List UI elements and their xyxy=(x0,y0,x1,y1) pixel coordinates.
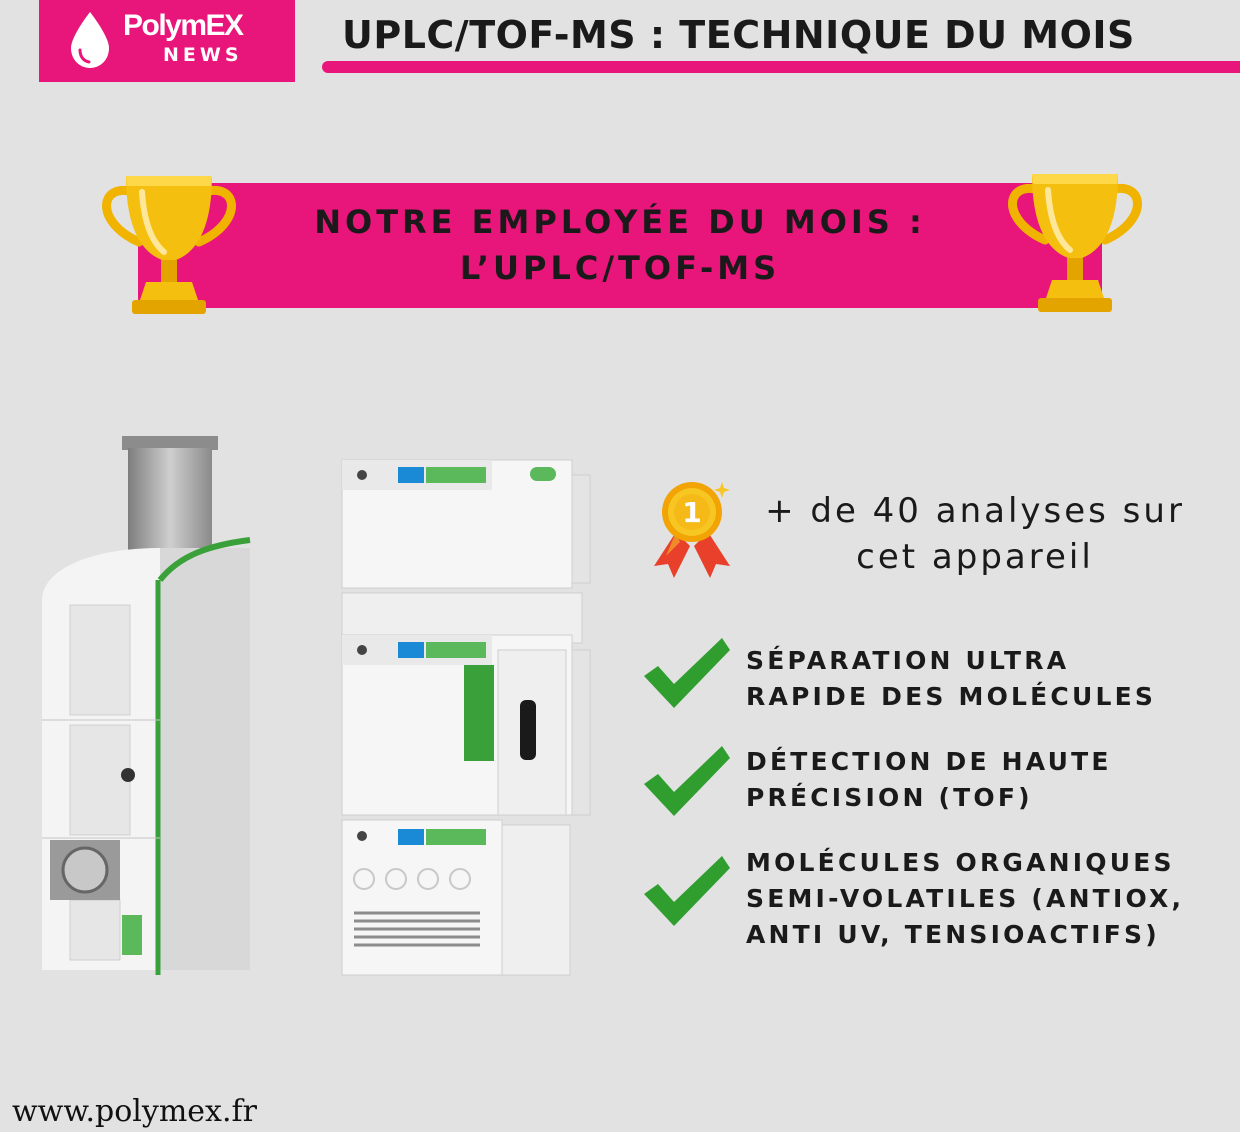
feature-line: SÉPARATION ULTRA xyxy=(746,646,1070,675)
feature-line: RAPIDE DES MOLÉCULES xyxy=(746,682,1157,711)
medal-icon: 1 xyxy=(654,482,730,578)
feature-line: MOLÉCULES ORGANIQUES xyxy=(746,848,1175,877)
analyses-line-1: + de 40 analyses sur xyxy=(765,491,1185,531)
uplc-system-image xyxy=(341,459,591,976)
medal-number: 1 xyxy=(682,496,701,529)
check-icon xyxy=(644,856,730,926)
mass-spectrometer-image xyxy=(42,436,251,975)
feature-item: SÉPARATION ULTRA RAPIDE DES MOLÉCULES xyxy=(746,643,1156,715)
analyses-highlight: + de 40 analyses sur cet appareil xyxy=(740,488,1210,580)
banner-line-1: NOTRE EMPLOYÉE DU MOIS : xyxy=(314,203,926,241)
check-icon xyxy=(644,638,730,708)
drop-icon xyxy=(71,12,109,68)
check-icon xyxy=(644,746,730,816)
analyses-line-2: cet appareil xyxy=(856,537,1094,577)
logo-brand: PolymEX xyxy=(123,9,244,42)
header-underline xyxy=(322,61,1240,73)
feature-item: DÉTECTION DE HAUTE PRÉCISION (TOF) xyxy=(746,744,1112,816)
website-link[interactable]: www.polymex.fr xyxy=(12,1094,257,1129)
feature-line: SEMI-VOLATILES (ANTIOX, xyxy=(746,884,1185,913)
trophy-icon xyxy=(1008,174,1142,312)
feature-line: PRÉCISION (TOF) xyxy=(746,783,1033,812)
employee-banner: NOTRE EMPLOYÉE DU MOIS : L’UPLC/TOF-MS xyxy=(138,183,1102,308)
banner-line-2: L’UPLC/TOF-MS xyxy=(459,249,781,287)
logo: PolymEX NEWS xyxy=(39,0,295,82)
trophy-icon xyxy=(102,176,236,314)
feature-item: MOLÉCULES ORGANIQUES SEMI-VOLATILES (ANT… xyxy=(746,845,1184,953)
feature-line: ANTI UV, TENSIOACTIFS) xyxy=(746,920,1160,949)
logo-subtitle: NEWS xyxy=(163,44,243,66)
page-title: UPLC/TOF-MS : TECHNIQUE DU MOIS xyxy=(342,13,1135,57)
feature-line: DÉTECTION DE HAUTE xyxy=(746,747,1112,776)
